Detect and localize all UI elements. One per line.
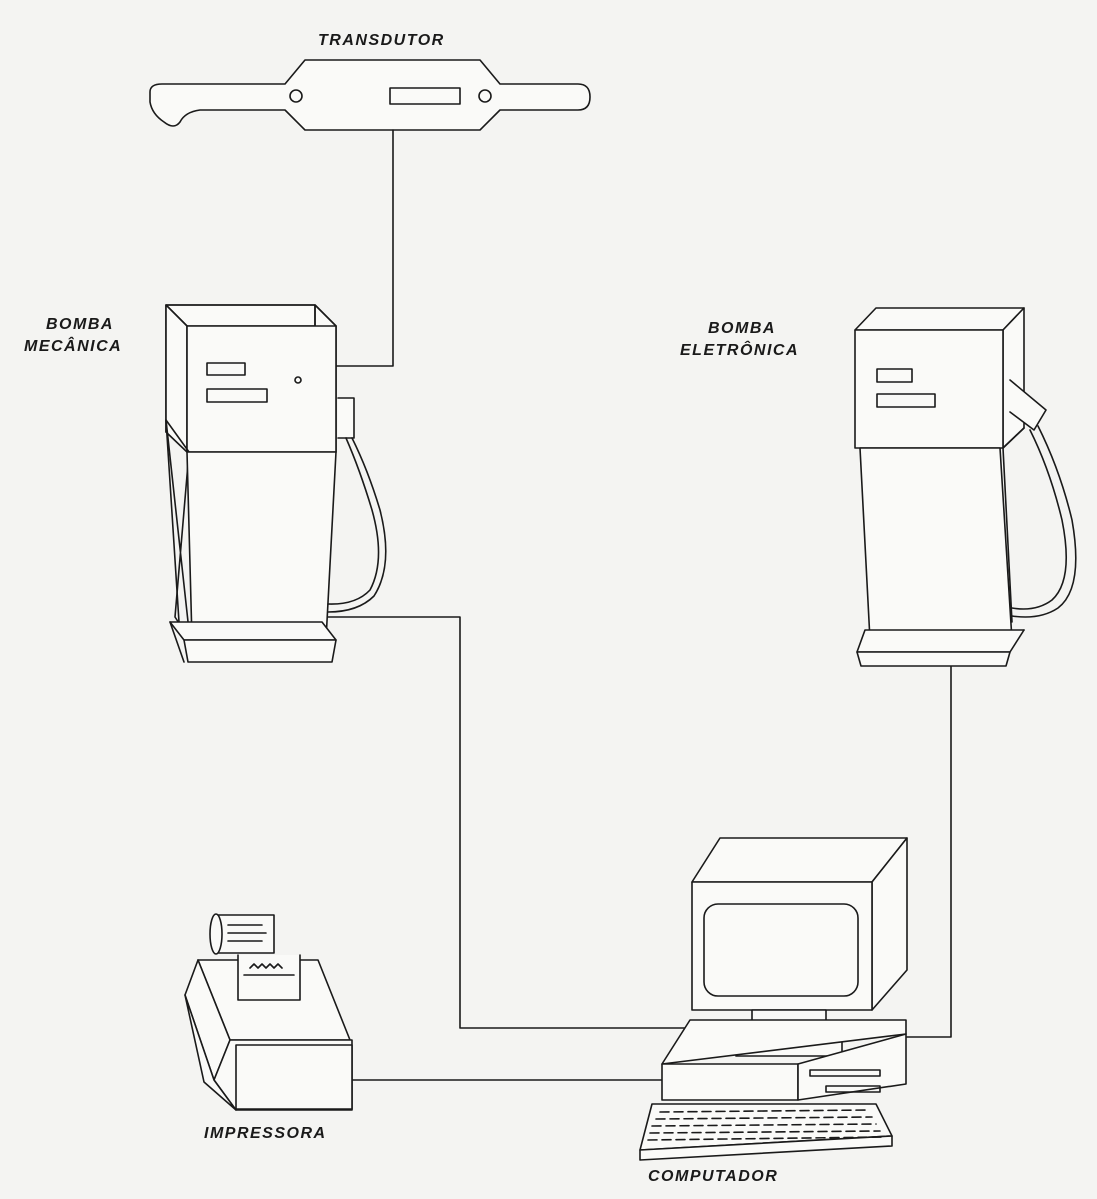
wire-electronic-pump-to-computer: [906, 664, 952, 1038]
printer-label: IMPRESSORA: [204, 1125, 327, 1142]
display-window-large: [206, 388, 268, 403]
drive-slot-2: [825, 1085, 881, 1093]
connection-wires: [327, 129, 952, 1081]
transducer: [149, 59, 591, 131]
display-window-small: [876, 368, 913, 383]
mechanical-pump: [165, 304, 387, 663]
electronic-pump-label: BOMBA ELETRÔNICA: [680, 320, 799, 359]
paper-roll: [217, 914, 275, 954]
electronic-pump: [854, 307, 1077, 667]
mechanical-pump-label: BOMBA MECÂNICA: [24, 316, 123, 355]
transducer-label: TRANSDUTOR: [318, 32, 445, 49]
wire-mechanical-pump-to-computer: [327, 616, 713, 1029]
computer: [639, 837, 908, 1161]
display-window-small: [206, 362, 246, 376]
wire-transducer-to-mechanical-pump: [335, 129, 394, 367]
computer-label: COMPUTADOR: [648, 1168, 779, 1185]
monitor-screen: [703, 903, 859, 997]
printer: [184, 913, 353, 1111]
display-window-large: [876, 393, 936, 408]
drive-slot-1: [809, 1069, 881, 1077]
